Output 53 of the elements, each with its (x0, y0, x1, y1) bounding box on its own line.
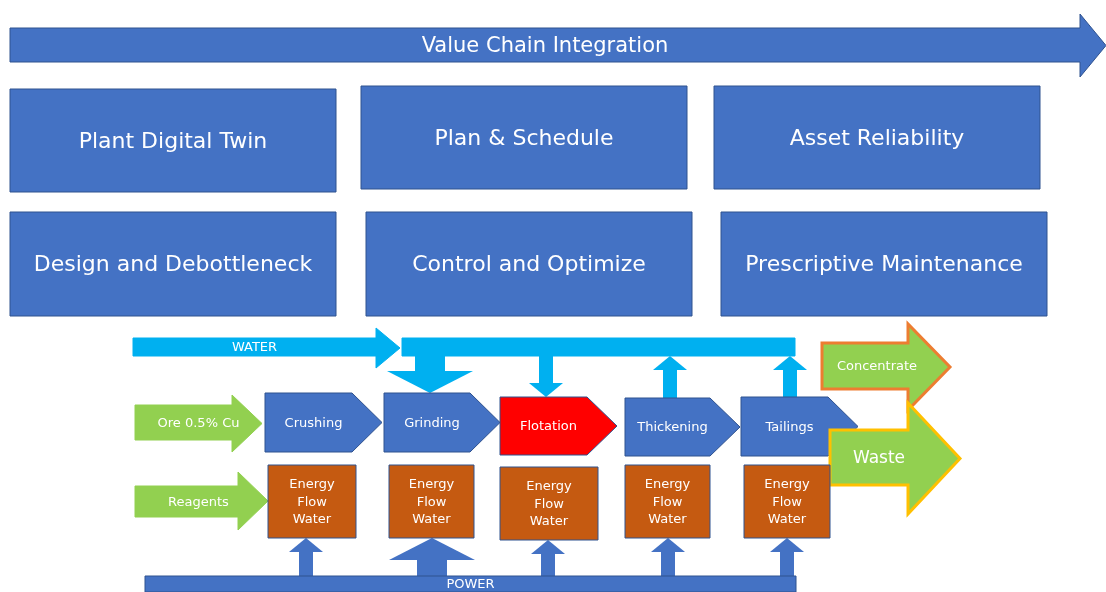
flow-banner (133, 328, 400, 368)
node-label: Design and Debottleneck (33, 250, 313, 279)
node-label: Thickening (637, 418, 708, 436)
process-box (366, 212, 692, 316)
node-label: Crushing (284, 413, 343, 432)
process-box (145, 576, 796, 592)
arrow (651, 538, 685, 576)
node-label: Flotation (520, 417, 577, 435)
node-label: Energy Flow Water (643, 475, 692, 528)
arrow (773, 356, 807, 397)
process-box (268, 465, 356, 538)
node-label: Asset Reliability (789, 123, 965, 152)
node-label: WATER (230, 338, 279, 356)
node-label: Value Chain Integration (420, 31, 670, 59)
process-box (10, 89, 336, 192)
process-box (721, 212, 1047, 316)
node-label: Plant Digital Twin (78, 126, 268, 155)
node-label: Energy Flow Water (288, 475, 336, 528)
node-label: Plan & Schedule (434, 123, 614, 152)
node-label: Control and Optimize (412, 250, 646, 279)
flow-banner (135, 395, 262, 452)
arrow (653, 356, 687, 398)
node-label: Grinding (404, 413, 460, 432)
process-box (389, 465, 474, 538)
process-box (361, 86, 687, 189)
node-label: Energy Flow Water (407, 475, 456, 528)
arrow (387, 356, 473, 393)
manifold-bar (402, 338, 795, 356)
process-box (500, 467, 598, 540)
node-label: Waste (851, 446, 907, 470)
arrow (529, 356, 563, 397)
process-box (714, 86, 1040, 189)
process-box (625, 465, 710, 538)
process-box (10, 212, 336, 316)
node-label: Concentrate (835, 357, 919, 376)
chevron-step (625, 398, 740, 456)
arrow (531, 540, 565, 576)
node-label: Energy Flow Water (525, 477, 573, 530)
node-label: Prescriptive Maintenance (745, 250, 1023, 279)
node-label: Tailings (765, 417, 814, 436)
node-label: Ore 0.5% Cu (156, 413, 241, 432)
chevron-step (500, 397, 617, 455)
node-label: Energy Flow Water (763, 475, 811, 528)
process-box (744, 465, 830, 538)
chevron-step (384, 393, 500, 452)
arrow (389, 538, 475, 576)
flow-banner (10, 14, 1106, 77)
node-label: Reagents (167, 492, 230, 511)
chevron-step (265, 393, 382, 452)
node-label: POWER (446, 575, 495, 592)
arrow (289, 538, 323, 576)
flow-banner (135, 472, 268, 530)
arrow (770, 538, 804, 576)
